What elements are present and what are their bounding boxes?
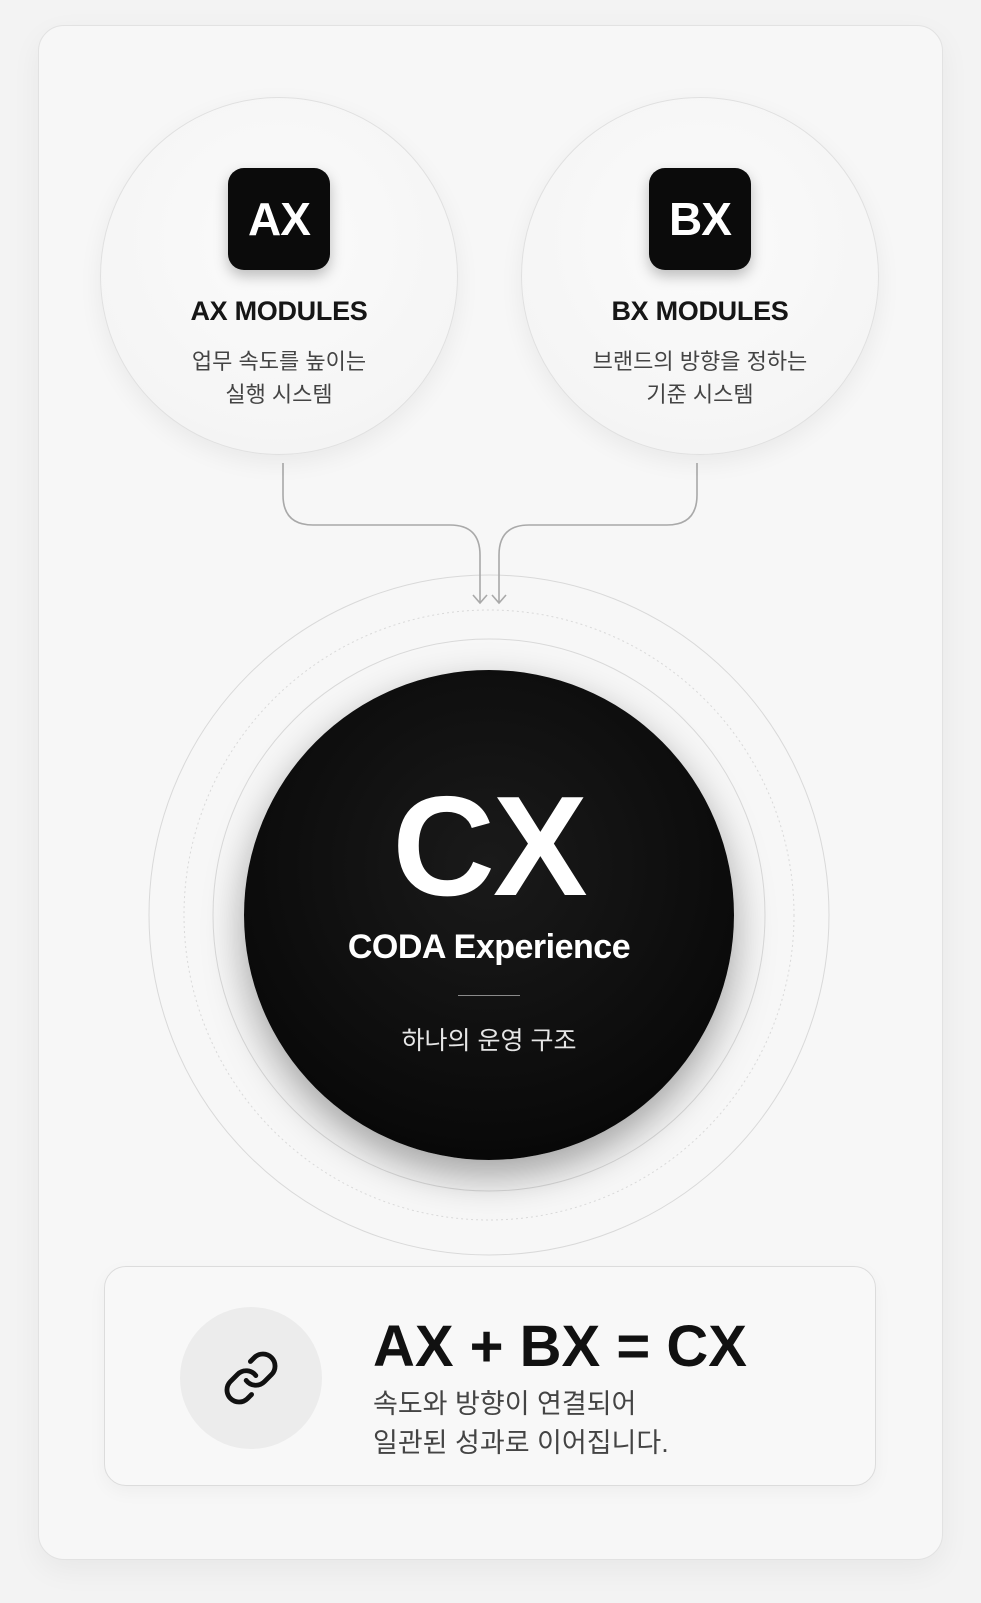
cx-center-circle: CX CODA Experience 하나의 운영 구조: [244, 670, 734, 1160]
ax-module-description: 업무 속도를 높이는 실행 시스템: [191, 349, 367, 407]
formula-panel: AX + BX = CX 속도와 방향이 연결되어 일관된 성과로 이어집니다.: [104, 1266, 876, 1486]
bx-module-title: BX MODULES: [611, 296, 789, 326]
ax-module-circle: AX AX MODULES 업무 속도를 높이는 실행 시스템: [100, 97, 458, 455]
cx-divider: [458, 995, 520, 996]
formula-description: 속도와 방향이 연결되어 일관된 성과로 이어집니다.: [373, 1389, 669, 1458]
ax-module-title: AX MODULES: [190, 296, 368, 326]
cx-title: CX: [392, 767, 587, 926]
link-icon-circle: [180, 1307, 322, 1449]
bx-badge: BX: [649, 168, 751, 270]
bx-module-description: 브랜드의 방향을 정하는 기준 시스템: [592, 349, 808, 407]
formula-title: AX + BX = CX: [373, 1314, 747, 1379]
bx-module-circle: BX BX MODULES 브랜드의 방향을 정하는 기준 시스템: [521, 97, 879, 455]
cx-subtitle: CODA Experience: [347, 928, 631, 966]
link-icon: [224, 1351, 278, 1405]
ax-badge: AX: [228, 168, 330, 270]
cx-description: 하나의 운영 구조: [401, 1027, 577, 1055]
